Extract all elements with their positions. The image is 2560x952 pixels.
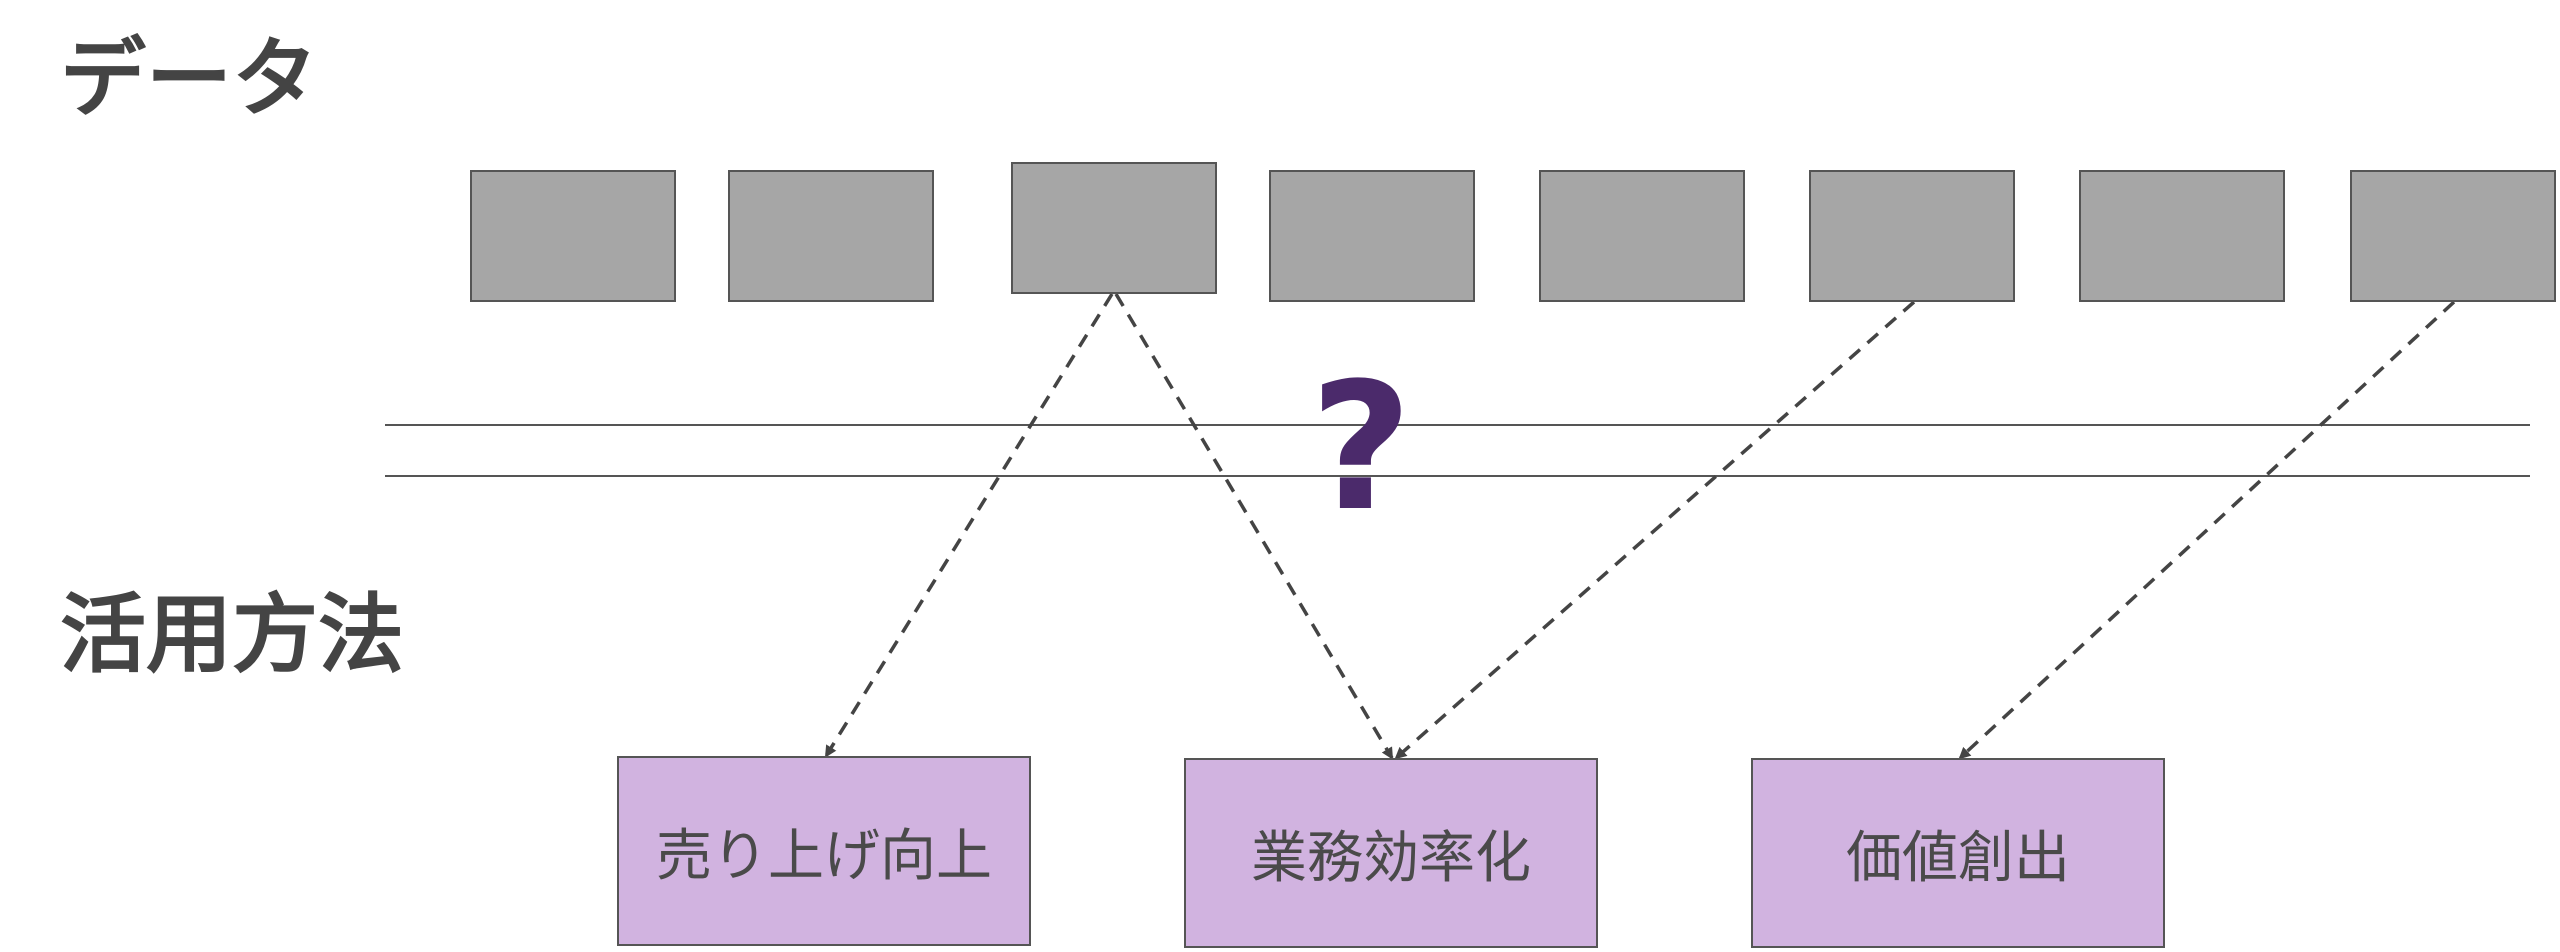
usage-label-sales: 売り上げ向上	[656, 823, 992, 889]
arrow-data6-to-efficiency	[1394, 300, 1916, 760]
data-box-5	[1539, 170, 1745, 302]
usage-box-value: 価値創出	[1751, 758, 2165, 948]
data-heading: データ	[60, 29, 318, 129]
data-box-3	[1011, 162, 1217, 294]
data-box-6	[1809, 170, 2015, 302]
arrow-data8-to-value	[1958, 300, 2456, 760]
arrow-data3-to-efficiency	[1114, 293, 1394, 760]
question-mark: ?	[1310, 345, 1413, 550]
arrow-data3-to-sales	[824, 293, 1114, 758]
usage-label-value: 価値創出	[1846, 825, 2070, 891]
usage-box-sales: 売り上げ向上	[617, 756, 1031, 946]
usage-label-efficiency: 業務効率化	[1251, 825, 1531, 891]
data-box-1	[470, 170, 676, 302]
usage-heading: 活用方法	[60, 585, 404, 685]
data-box-7	[2079, 170, 2285, 302]
data-box-2	[728, 170, 934, 302]
data-box-4	[1269, 170, 1475, 302]
usage-box-efficiency: 業務効率化	[1184, 758, 1598, 948]
data-box-8	[2350, 170, 2556, 302]
